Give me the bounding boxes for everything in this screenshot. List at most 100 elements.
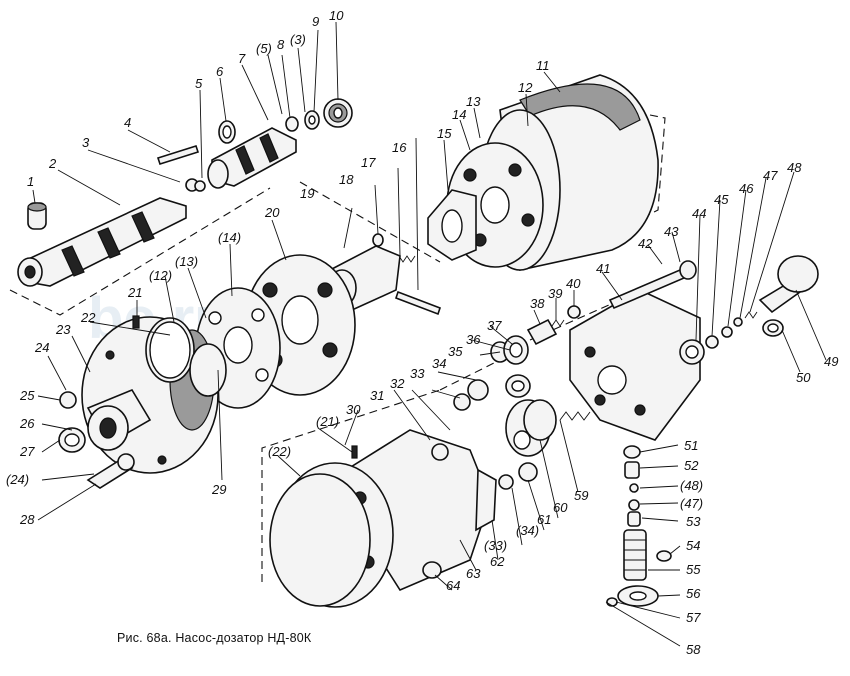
label-part-15: 15: [437, 126, 452, 141]
label-part-16: 16: [392, 140, 407, 155]
label-part-41: 41: [596, 261, 610, 276]
label-part-57: 57: [686, 610, 701, 625]
label-part-4: 4: [124, 115, 131, 130]
label-part-61: 61: [537, 512, 551, 527]
label-part-30: 30: [346, 402, 361, 417]
label-part-50: 50: [796, 370, 811, 385]
label-part-22: 22: [80, 310, 96, 325]
label-part-10: 10: [329, 8, 344, 23]
part-25-plug: [59, 391, 77, 409]
label-part-48: 48: [787, 160, 802, 175]
label-part-12p: (12): [149, 268, 172, 283]
part-43-nut: [679, 260, 697, 280]
part-44-seal: [679, 339, 705, 365]
label-part-56: 56: [686, 586, 701, 601]
part-22-oring: [145, 317, 195, 383]
part-64-plug: [422, 561, 442, 579]
part-37-seal: [503, 335, 529, 365]
part-10-seal: [323, 98, 353, 128]
label-part-32: 32: [390, 376, 405, 391]
part-40-plug: [567, 305, 581, 319]
label-part-14: 14: [452, 107, 466, 122]
part-52-sleeve: [624, 461, 640, 479]
label-part-63: 63: [466, 566, 481, 581]
part-47-ball: [733, 317, 743, 327]
label-part-5p: (5): [256, 41, 272, 56]
part-53-plunger: [627, 511, 641, 527]
label-part-58: 58: [686, 642, 701, 657]
label-part-18: 18: [339, 172, 354, 187]
part-61-cap: [523, 399, 557, 441]
part-22p-oring: [269, 473, 371, 607]
label-part-49: 49: [824, 354, 838, 369]
label-part-42: 42: [638, 236, 653, 251]
label-part-25: 25: [19, 388, 35, 403]
label-part-48p: (48): [680, 478, 703, 493]
part-35-ring: [505, 374, 531, 398]
label-part-34p: (34): [516, 523, 539, 538]
label-part-24p: (24): [6, 472, 29, 487]
label-part-6: 6: [216, 64, 224, 79]
label-part-11: 11: [536, 58, 550, 73]
part-29-disc: [189, 343, 227, 397]
part-34-plug: [467, 379, 489, 401]
label-part-54: 54: [686, 538, 700, 553]
label-part-17: 17: [361, 155, 376, 170]
label-part-3: 3: [82, 135, 90, 150]
part-48p-spring: [629, 483, 639, 493]
part-57-ring: [606, 597, 618, 607]
part-26-port-boss: [86, 388, 152, 451]
part-56-nut: [617, 585, 659, 607]
part-50-ring: [762, 319, 784, 337]
label-part-22p: (22): [268, 444, 291, 459]
label-part-5: 5: [195, 76, 203, 91]
label-part-38: 38: [530, 296, 545, 311]
label-part-44: 44: [692, 206, 706, 221]
label-part-20: 20: [264, 205, 280, 220]
label-part-23: 23: [55, 322, 71, 337]
label-part-59: 59: [574, 488, 588, 503]
label-part-2: 2: [48, 156, 57, 171]
label-part-46: 46: [739, 181, 754, 196]
label-part-12: 12: [518, 80, 533, 95]
part-33-ball: [453, 393, 471, 411]
label-part-14p: (14): [218, 230, 241, 245]
label-part-51: 51: [684, 438, 698, 453]
part-38-sleeve: [526, 318, 558, 346]
label-part-47: 47: [763, 168, 778, 183]
part-21p-pin: [351, 445, 358, 459]
label-part-24: 24: [34, 340, 49, 355]
part-46-ring: [721, 326, 733, 338]
part-18-ring: [372, 233, 384, 247]
part-6-washer: [218, 120, 236, 144]
part-4-pin: [156, 145, 200, 165]
label-part-34: 34: [432, 356, 446, 371]
label-part-33: 33: [410, 366, 425, 381]
label-part-35: 35: [448, 344, 463, 359]
label-part-29: 29: [211, 482, 226, 497]
leader-lines: [32, 21, 827, 647]
label-part-62: 62: [490, 554, 505, 569]
label-part-37: 37: [487, 318, 502, 333]
label-part-45: 45: [714, 192, 729, 207]
part-33p-ball: [498, 474, 514, 490]
part-48-spring: [744, 311, 758, 319]
label-part-26: 26: [19, 416, 35, 431]
part-45-washer: [705, 335, 719, 349]
part-15-gear-hub: [427, 189, 477, 261]
part-16-pin: [394, 290, 442, 316]
label-part-28: 28: [19, 512, 35, 527]
part-28-fitting: [86, 453, 135, 489]
label-part-60: 60: [553, 500, 568, 515]
part-1-sleeve: [27, 202, 47, 230]
label-part-31: 31: [370, 388, 384, 403]
part-5-ring: [194, 180, 206, 192]
figure-caption: Рис. 68а. Насос-дозатор НД-80К: [117, 631, 312, 645]
part-7-sleeve: [207, 127, 297, 189]
label-part-43: 43: [664, 224, 679, 239]
label-part-13: 13: [466, 94, 481, 109]
part-21-pin: [132, 315, 140, 329]
part-54-ring: [656, 550, 672, 562]
label-part-64: 64: [446, 578, 460, 593]
part-41-valve-body: [569, 289, 701, 441]
